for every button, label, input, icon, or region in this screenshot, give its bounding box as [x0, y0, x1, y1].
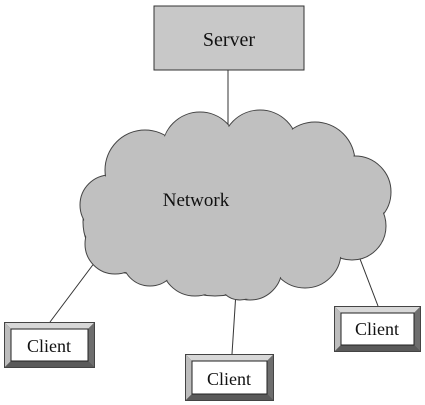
server-node: Server [153, 5, 305, 71]
network-client-middle-link [231, 291, 237, 355]
network-cloud: Network [79, 109, 392, 301]
client-label-middle: Client [207, 369, 251, 389]
network-label: Network [163, 190, 230, 211]
client-node-left: Client [4, 322, 95, 368]
server-box [153, 5, 305, 71]
network-client-left-link [49, 261, 96, 323]
server-label: Server [203, 29, 256, 51]
client-node-middle: Client [185, 354, 274, 401]
client-label-right: Client [355, 319, 399, 339]
client-node-right: Client [334, 306, 421, 352]
client-label-left: Client [27, 336, 71, 356]
